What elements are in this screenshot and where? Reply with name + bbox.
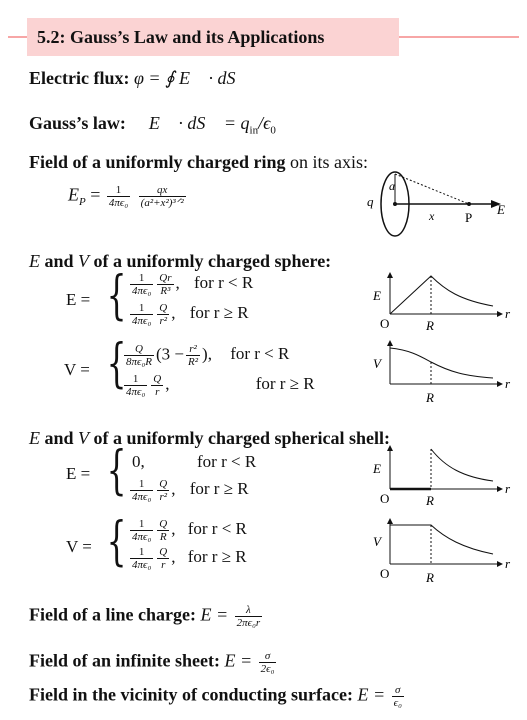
sphere-v-graph: V R r <box>373 340 511 405</box>
sphere-e-graph: E O R r <box>372 272 511 333</box>
shell-e-axis-label: E <box>372 461 381 476</box>
ring-q-label: q <box>367 194 374 209</box>
cond-label: Field in the vicinity of conducting surf… <box>29 684 353 705</box>
shell-e-origin: O <box>380 491 389 506</box>
ring-a-label: a <box>389 179 395 193</box>
ring-frac2: qx(a²+x²)³ᐟ² <box>138 184 186 209</box>
ring-e-label: E⃗ <box>496 202 515 217</box>
ring-heading: Field of a uniformly charged ring on its… <box>29 152 368 173</box>
shell-v-origin: O <box>380 566 389 581</box>
flux-eq: φ = ∮ E⃗ · dS⃗ <box>133 68 250 88</box>
sphere-e-curve <box>389 275 494 315</box>
section-title: 5.2: Gauss’s Law and its Applications <box>37 27 325 47</box>
sphere-v-r-axis: r <box>505 376 511 391</box>
line-eq: E = <box>200 604 229 625</box>
shell-e-curve <box>430 448 494 482</box>
shell-v-graph: V O R r <box>373 518 511 585</box>
ring-arrow <box>491 200 501 208</box>
shell-heading: E and V of a uniformly charged spherical… <box>29 428 390 449</box>
shell-e-graph: E O R r <box>372 445 511 508</box>
sphere-v-r-tick: R <box>425 390 434 405</box>
flux-line: Electric flux: φ = ∮ E⃗ · dS⃗ <box>29 68 249 89</box>
ring-eq-lhs-sub: P <box>79 196 86 209</box>
sphere-v-axis-label: V <box>373 356 383 371</box>
shell-e-case1: 0, for r < R <box>132 452 257 471</box>
line-label: Field of a line charge: <box>29 604 196 625</box>
sphere-v-brace: { <box>106 334 127 394</box>
ring-center <box>393 202 397 206</box>
gauss-tail-sub: 0 <box>270 124 276 137</box>
ring-diagram: q a x P E⃗ <box>367 171 515 237</box>
sphere-title-v: V <box>78 251 90 271</box>
sphere-title-rest: of a uniformly charged sphere: <box>93 251 332 271</box>
sphere-v-lhs: V = <box>64 360 90 379</box>
sphere-e-axis-label: E <box>372 288 381 303</box>
shell-v-brace: { <box>106 512 127 572</box>
gauss-sub: in <box>249 124 259 137</box>
shell-e-lhs: E = <box>66 464 91 483</box>
ring-label: Field of a uniformly charged ring <box>29 152 286 172</box>
gauss-eq: ∮ E⃗ · dS⃗ = q <box>130 113 250 133</box>
cond-eq: E = <box>357 684 386 705</box>
flux-label: Electric flux: <box>29 68 130 88</box>
sphere-title-e: E <box>29 251 40 271</box>
gauss-tail: /ϵ <box>258 113 271 133</box>
ring-x-label: x <box>428 209 435 223</box>
sphere-title-and: and <box>44 251 74 271</box>
ring-point-p <box>467 202 471 206</box>
shell-title-e: E <box>29 428 40 448</box>
sphere-e-r-axis: r <box>505 306 511 321</box>
ring-eq-lhs: E <box>68 184 79 205</box>
shell-e-r-tick: R <box>425 493 434 508</box>
gauss-label: Gauss’s law: <box>29 113 126 133</box>
sphere-e-brace: { <box>106 266 127 326</box>
gauss-line: Gauss’s law: ∮ E⃗ · dS⃗ = qin/ϵ0 <box>29 113 276 137</box>
shell-v-curve <box>390 524 494 555</box>
sheet-eq: E = <box>224 650 253 671</box>
sphere-e-r-tick: R <box>425 318 434 333</box>
ring-tail: on its axis: <box>289 152 368 172</box>
ring-p-label: P <box>465 210 472 225</box>
sheet-label: Field of an infinite sheet: <box>29 650 220 671</box>
conducting-surface: Field in the vicinity of conducting surf… <box>29 684 404 709</box>
sphere-heading: E and V of a uniformly charged sphere: <box>29 251 331 272</box>
shell-e-r-axis: r <box>505 481 511 496</box>
header-box <box>27 18 399 56</box>
shell-title-and: and <box>44 428 74 448</box>
shell-v-axis-label: V <box>373 534 383 549</box>
shell-v-r-tick: R <box>425 570 434 585</box>
shell-v-r-axis: r <box>505 556 511 571</box>
sphere-e-lhs: E = <box>66 290 91 309</box>
sphere-e-origin: O <box>380 316 389 331</box>
shell-e-brace: { <box>106 441 127 501</box>
shell-title-v: V <box>78 428 90 448</box>
ring-dotted <box>394 173 470 205</box>
shell-v-lhs: V = <box>66 537 92 556</box>
sphere-v-curve <box>389 347 494 379</box>
shell-title-rest: of a uniformly charged spherical shell: <box>93 428 391 448</box>
